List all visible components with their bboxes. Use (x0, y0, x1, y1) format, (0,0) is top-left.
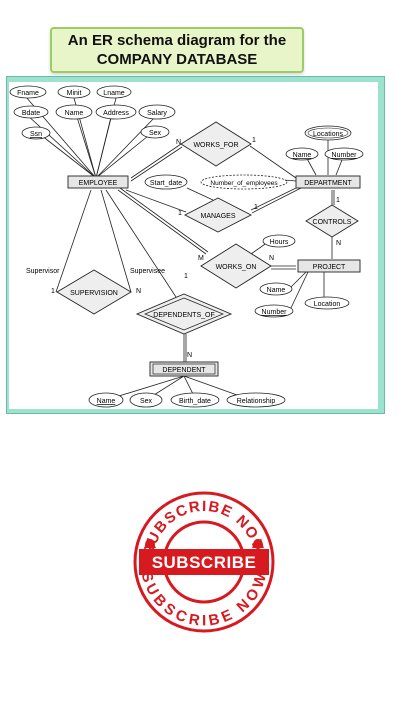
attr-number-of-employees: Number_of_employees (200, 174, 288, 190)
card-works-for-dept: 1 (252, 137, 256, 144)
title-line-1: An ER schema diagram for the (67, 32, 287, 49)
attr-project-number: Number (254, 304, 294, 318)
rel-manages: MANAGES (184, 197, 252, 233)
svg-text:CONTROLS: CONTROLS (313, 219, 352, 226)
rel-dependents-of: DEPENDENTS_OF (135, 293, 233, 335)
svg-text:Lname: Lname (103, 90, 125, 97)
stamp-ring-top-text: SUBSCRIBE NOW (140, 498, 268, 558)
stamp-banner (139, 549, 269, 575)
entity-employee: EMPLOYEE (67, 175, 129, 189)
attr-fname: Fname (9, 85, 47, 99)
card-manages-dept: 1 (254, 204, 258, 211)
rel-works-for: WORKS_FOR (180, 121, 252, 167)
svg-text:Sex: Sex (140, 398, 153, 405)
attr-minit: Minit (57, 85, 91, 99)
title-banner: An ER schema diagram for the COMPANY DAT… (50, 27, 304, 73)
entity-department: DEPARTMENT (295, 175, 361, 189)
svg-text:DEPENDENT: DEPENDENT (162, 367, 206, 374)
svg-text:Locations: Locations (313, 131, 343, 138)
attr-sex: Sex (140, 125, 170, 139)
attr-address: Address (95, 104, 137, 120)
rel-works-on: WORKS_ON (200, 243, 272, 289)
svg-text:Hours: Hours (270, 239, 289, 246)
attr-start-date: Start_date (144, 174, 188, 190)
svg-text:Minit: Minit (67, 90, 82, 97)
stamp-outer-ring (133, 491, 275, 633)
card-supervision-supervisee: N (136, 288, 141, 295)
attr-locations: Locations (304, 125, 352, 141)
svg-text:SUPERVISION: SUPERVISION (70, 290, 118, 297)
attr-project-location: Location (304, 296, 350, 310)
card-manages-emp: 1 (178, 210, 182, 217)
svg-text:Number: Number (332, 152, 358, 159)
svg-text:Start_date: Start_date (150, 180, 182, 187)
title-line-2: COMPANY DATABASE (96, 51, 258, 68)
attr-salary: Salary (138, 104, 176, 120)
subscribe-stamp[interactable]: SUBSCRIBE NOW SUBSCRIBE NOW SUBSCRIBE (133, 491, 275, 633)
card-controls-dept: 1 (336, 197, 340, 204)
svg-text:Sex: Sex (149, 130, 162, 137)
role-supervisor: Supervisor (26, 268, 60, 275)
attr-ssn: Ssn (21, 126, 51, 140)
svg-text:MANAGES: MANAGES (200, 213, 235, 220)
attr-relationship: Relationship (226, 392, 286, 408)
attr-project-name: Name (259, 282, 293, 296)
attr-hours: Hours (262, 234, 296, 248)
svg-text:Location: Location (314, 301, 341, 308)
svg-text:WORKS_ON: WORKS_ON (216, 264, 257, 271)
card-dependents-of-emp: 1 (184, 273, 188, 280)
attr-dependent-sex: Sex (129, 392, 163, 408)
attr-dependent-name: Name (88, 392, 124, 408)
attr-birth-date: Birth_date (170, 392, 220, 408)
svg-text:EMPLOYEE: EMPLOYEE (79, 180, 118, 187)
svg-text:Address: Address (103, 110, 129, 117)
attr-lname: Lname (96, 85, 132, 99)
svg-text:Name: Name (65, 110, 84, 117)
svg-text:Relationship: Relationship (237, 398, 276, 405)
svg-text:Fname: Fname (17, 90, 39, 97)
svg-text:Ssn: Ssn (30, 131, 42, 138)
svg-text:Number_of_employees: Number_of_employees (210, 180, 278, 187)
svg-text:DEPENDENTS_OF: DEPENDENTS_OF (153, 312, 214, 319)
svg-text:WORKS_FOR: WORKS_FOR (193, 142, 238, 149)
svg-text:Salary: Salary (147, 110, 167, 117)
rel-controls: CONTROLS (305, 204, 359, 238)
attr-bdate: Bdate (13, 105, 49, 119)
entity-project: PROJECT (297, 259, 361, 273)
svg-text:DEPARTMENT: DEPARTMENT (304, 180, 352, 187)
attr-employee-name: Name (55, 104, 93, 120)
card-works-on-emp: M (198, 255, 204, 262)
connector-lines (25, 96, 345, 401)
svg-text:Name: Name (97, 398, 116, 405)
card-works-for-emp: N (176, 139, 181, 146)
stamp-center-text: SUBSCRIBE (152, 553, 257, 572)
svg-text:Birth_date: Birth_date (179, 398, 211, 405)
card-supervision-supervisor: 1 (51, 288, 55, 295)
attr-dept-name: Name (285, 147, 319, 161)
svg-text:Name: Name (293, 152, 312, 159)
er-diagram: Fname Minit Lname Bdate Name Address Sal… (9, 82, 378, 409)
svg-text:PROJECT: PROJECT (313, 264, 346, 271)
entity-dependent: DEPENDENT (149, 361, 219, 377)
svg-text:Bdate: Bdate (22, 110, 40, 117)
card-controls-proj: N (336, 240, 341, 247)
card-works-on-proj: N (269, 255, 274, 262)
rel-supervision: SUPERVISION (56, 269, 132, 315)
svg-text:Number: Number (262, 309, 288, 316)
bell-icon (144, 539, 264, 548)
svg-text:Name: Name (267, 287, 286, 294)
role-supervisee: Supervisee (130, 268, 165, 275)
stamp-ring-bottom-text: SUBSCRIBE NOW (138, 570, 271, 630)
card-dependents-of-dep: N (187, 352, 192, 359)
attr-dept-number: Number (324, 147, 364, 161)
